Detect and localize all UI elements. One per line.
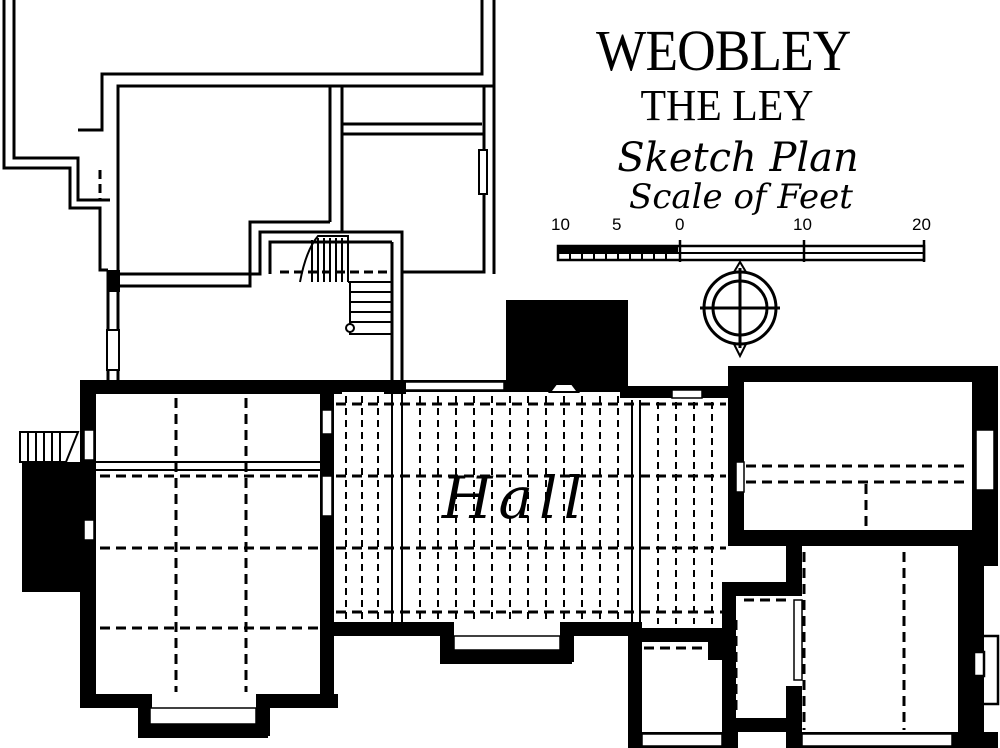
scale-tick-label: 20	[912, 215, 931, 234]
scale-caption: Scale of Feet	[629, 177, 853, 217]
ceiling-beams-right	[644, 464, 972, 730]
upper-wing-openings	[98, 84, 480, 276]
scale-tick-label: 10	[793, 215, 812, 234]
plan-title: WEOBLEY	[596, 18, 851, 83]
chimney-hearth	[548, 383, 580, 393]
compass-rose-icon	[700, 260, 780, 359]
upper-window-marks	[106, 149, 488, 371]
chimney-stack	[506, 300, 628, 392]
scale-tick-label: 5	[612, 215, 622, 234]
hall-partitions	[96, 394, 641, 628]
scale-tick-label: 0	[675, 215, 685, 234]
right-porch	[972, 634, 1000, 706]
wall-detail	[108, 270, 120, 292]
wall-openings	[83, 381, 995, 747]
partition-post	[384, 380, 406, 394]
scale-bar	[556, 240, 926, 262]
plan-type-caption: Sketch Plan	[617, 135, 859, 181]
upper-wing-outline	[2, 0, 496, 382]
room-label-hall: Hall	[441, 464, 589, 532]
ceiling-beams-hall	[336, 402, 726, 614]
staircase-upper	[299, 235, 393, 335]
scale-tick-label: 10	[551, 215, 570, 234]
ceiling-beams-left	[100, 398, 318, 692]
staircase-left	[19, 431, 80, 463]
ceiling-joists-hall	[345, 396, 713, 624]
plan-subtitle: THE LEY	[640, 81, 814, 130]
